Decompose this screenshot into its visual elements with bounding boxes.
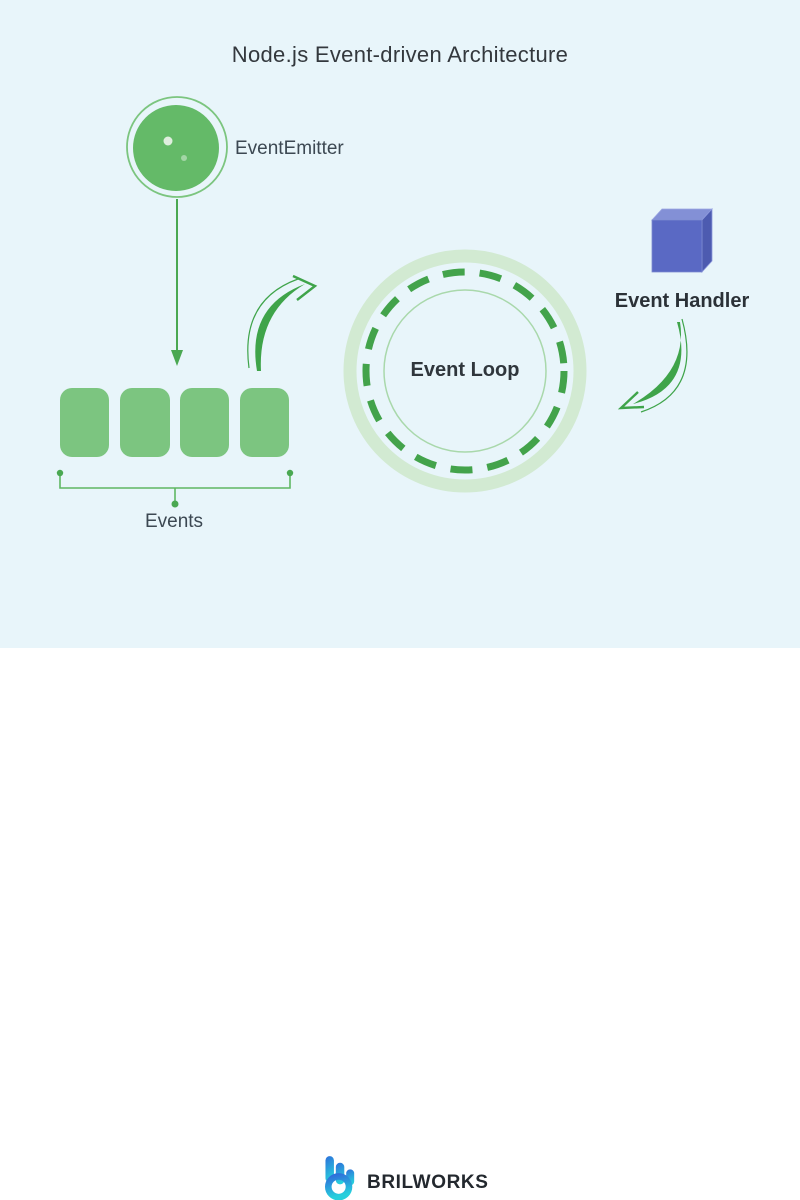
event-emitter-circle	[133, 105, 219, 191]
event-loop-label: Event Loop	[410, 359, 520, 381]
event-emitter-dot-large	[163, 136, 173, 146]
event-loop-dashed-ring	[362, 268, 568, 474]
event-emitter-label: EventEmitter	[235, 138, 344, 159]
events-label: Events	[144, 511, 204, 532]
event-loop-pale-ring	[343, 249, 587, 493]
event-handler-label: Event Handler	[614, 290, 750, 312]
event-queue-box	[60, 388, 109, 457]
cube-front-face	[651, 219, 703, 273]
swoosh-arrow-left	[247, 274, 318, 371]
brilworks-logo-text: BRILWORKS	[367, 1172, 489, 1193]
footer-brand: BRILWORKS	[0, 572, 800, 1200]
swoosh-arrow-right	[617, 318, 688, 413]
event-loop-rings	[343, 249, 587, 493]
brilworks-logo-icon	[325, 1156, 355, 1200]
event-queue-box	[240, 388, 289, 457]
event-queue	[60, 388, 289, 457]
page-title: Node.js Event-driven Architecture	[231, 42, 569, 67]
queue-bracket	[56, 469, 294, 508]
event-handler-cube	[651, 207, 713, 274]
emitter-to-queue-arrow	[171, 199, 183, 366]
event-queue-box	[180, 388, 229, 457]
event-emitter-outer-ring	[126, 96, 228, 198]
cube-right-face	[701, 207, 713, 274]
event-queue-box	[120, 388, 170, 457]
bottom-white-strip	[0, 648, 800, 655]
event-emitter-node	[126, 96, 228, 198]
event-emitter-dot-small	[181, 155, 187, 161]
diagram-artwork	[56, 96, 713, 508]
event-loop-inner-ring	[383, 289, 547, 453]
